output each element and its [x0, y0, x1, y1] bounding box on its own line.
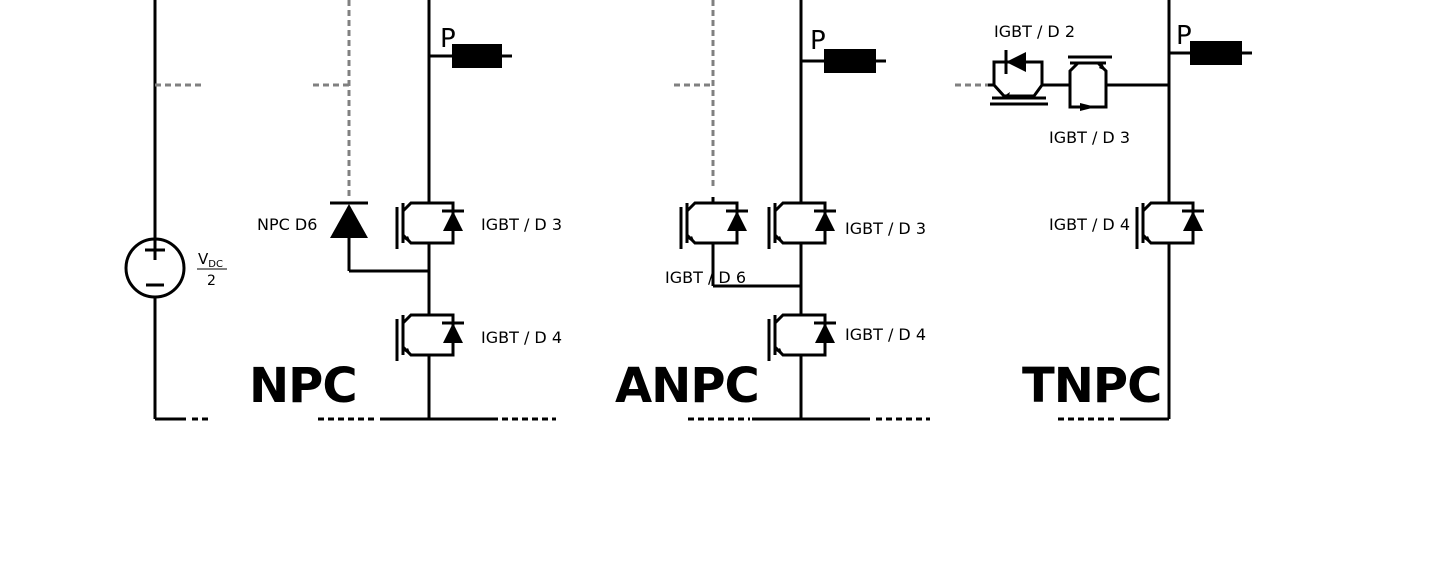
anpc-s3-label: IGBT / D 3	[845, 219, 926, 238]
npc-igbt-d4-icon	[395, 307, 466, 363]
tnpc-output-label: P	[1176, 21, 1192, 51]
npc-s4-label: IGBT / D 4	[481, 328, 562, 347]
anpc-output-label: P	[810, 26, 826, 56]
npc-igbt-d3-icon	[395, 195, 466, 251]
load-resistor-icon	[824, 49, 876, 73]
anpc-title: ANPC	[615, 358, 759, 414]
anpc-igbt-d3-icon	[767, 195, 838, 251]
vdc-denominator: 2	[207, 273, 216, 289]
tnpc-s3-label: IGBT / D 3	[1049, 128, 1130, 147]
npc-diode-d6-icon	[330, 204, 368, 238]
load-resistor-icon	[1190, 41, 1242, 65]
npc-title: NPC	[249, 358, 357, 414]
anpc-igbt-d4-icon	[767, 307, 838, 363]
tnpc-igbt-d4-icon	[1135, 195, 1206, 251]
tnpc-s2-label: IGBT / D 2	[994, 22, 1075, 41]
tnpc-s4-label: IGBT / D 4	[1049, 215, 1130, 234]
load-resistor-icon	[452, 44, 502, 68]
npc-d6-label: NPC D6	[257, 215, 317, 234]
voltage-source-icon	[124, 237, 186, 299]
vdc-label: VDC	[198, 250, 223, 270]
npc-output-label: P	[440, 24, 456, 54]
npc-s3-label: IGBT / D 3	[481, 215, 562, 234]
npc-topology: P NPC D6 IGBT / D 3 IGBT / D 4 NPC	[249, 0, 562, 421]
anpc-topology: P IGBT / D 6 IGBT / D 3 IGBT / D 4 ANPC	[615, 0, 930, 421]
anpc-s6-label: IGBT / D 6	[665, 268, 746, 287]
tnpc-igbt-d3-icon	[1060, 55, 1116, 113]
anpc-igbt-d6-icon	[679, 195, 750, 251]
tnpc-topology: P IGBT / D 2 IGBT / D 3 IGBT / D 4 TNPC	[955, 0, 1252, 421]
tnpc-igbt-d2-icon	[988, 50, 1062, 106]
anpc-s4-label: IGBT / D 4	[845, 325, 926, 344]
tnpc-title: TNPC	[1022, 358, 1161, 414]
dc-source-section: VDC 2	[124, 0, 227, 421]
